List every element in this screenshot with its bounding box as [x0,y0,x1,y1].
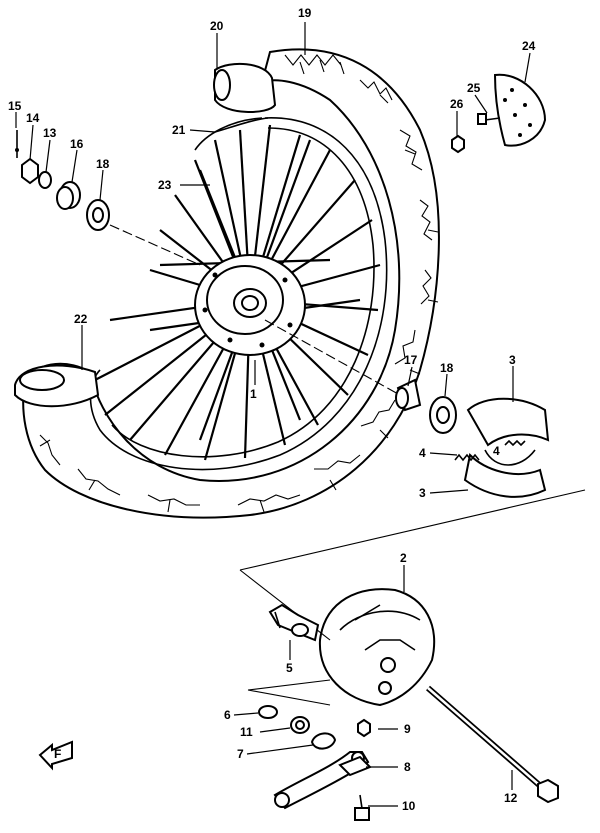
label-8: 8 [404,760,411,774]
left-axle-parts [15,130,201,266]
label-25: 25 [467,81,481,95]
label-2: 2 [400,551,407,565]
label-5: 5 [286,661,293,675]
tire-section-cut [14,364,100,408]
label-3b: 3 [419,486,426,500]
label-16: 16 [70,137,84,151]
hub [194,254,306,356]
label-11: 11 [240,725,253,739]
label-4a: 4 [419,446,426,460]
label-21: 21 [172,123,186,137]
svg-text:F: F [54,747,61,761]
label-3a: 3 [509,353,516,367]
tube-section [213,62,277,113]
front-arrow-icon: F [38,740,73,771]
leader-lines [15,22,531,807]
label-1: 1 [250,387,257,401]
nut-9 [357,718,371,738]
rim-band [214,117,269,133]
oil-seal [258,705,278,719]
label-13: 13 [43,126,57,140]
label-23: 23 [158,178,172,192]
label-22: 22 [74,312,88,326]
brake-lever [273,751,372,810]
label-26: 26 [450,97,464,111]
label-4b: 4 [493,444,500,458]
axle-shaft [426,685,559,804]
label-14: 14 [26,111,40,125]
hub-cap [451,73,547,154]
part-labels: 19 20 21 23 15 14 13 16 18 22 24 25 26 1… [8,6,536,813]
label-17: 17 [404,353,418,367]
brake-cam [268,603,320,642]
brake-shoes [454,397,550,498]
label-10: 10 [402,799,416,813]
label-12: 12 [504,791,518,805]
label-24: 24 [522,39,536,53]
label-18a: 18 [96,157,110,171]
label-19: 19 [298,6,312,20]
label-15: 15 [8,99,22,113]
label-18b: 18 [440,361,454,375]
washer-11-inner [295,720,305,730]
rim [89,117,388,471]
label-6: 6 [224,708,231,722]
brake-panel [318,588,436,707]
right-axle-parts [264,319,457,434]
label-9: 9 [404,722,411,736]
cam-indicator [310,732,337,750]
label-20: 20 [210,19,224,33]
label-7: 7 [237,747,244,761]
lever-bolt [354,794,370,821]
